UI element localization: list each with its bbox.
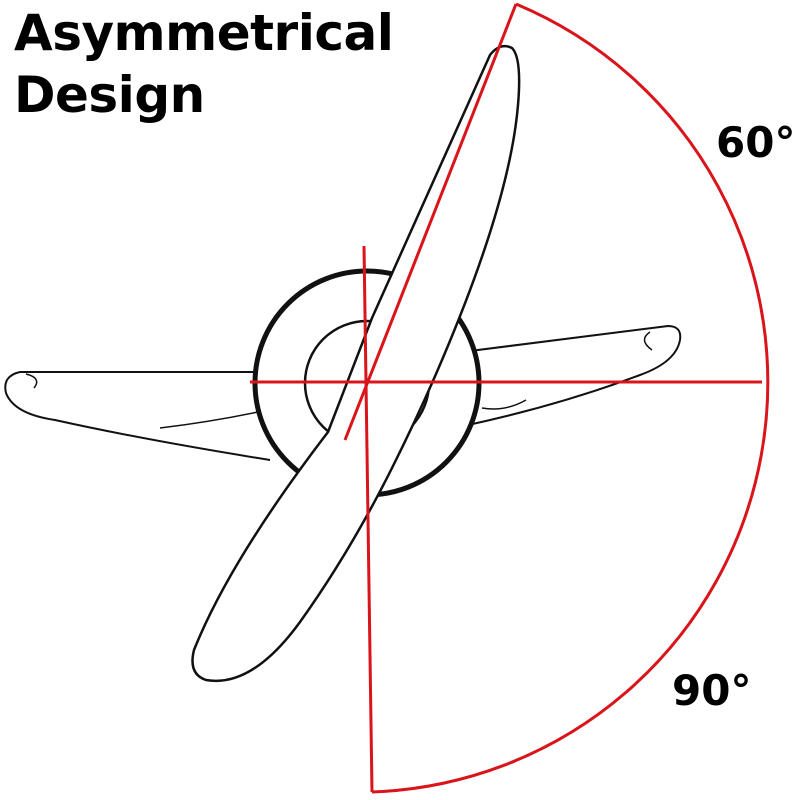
left-blade <box>4 371 285 461</box>
angle-arc <box>371 2 770 794</box>
left-blade-groove <box>159 411 259 429</box>
title-line-1: Asymmetrical <box>14 4 394 62</box>
angle-label-60: 60° <box>716 118 796 167</box>
title: Asymmetrical Design <box>14 2 394 126</box>
right-blade <box>461 324 682 426</box>
right-blade-groove <box>481 399 527 410</box>
blade-axis-line <box>343 3 518 441</box>
left-blade-tip <box>25 373 38 389</box>
angle-label-90: 90° <box>672 666 752 715</box>
title-line-2: Design <box>14 66 205 124</box>
vertical-guide-line <box>362 245 374 793</box>
right-blade-tip <box>643 331 653 351</box>
